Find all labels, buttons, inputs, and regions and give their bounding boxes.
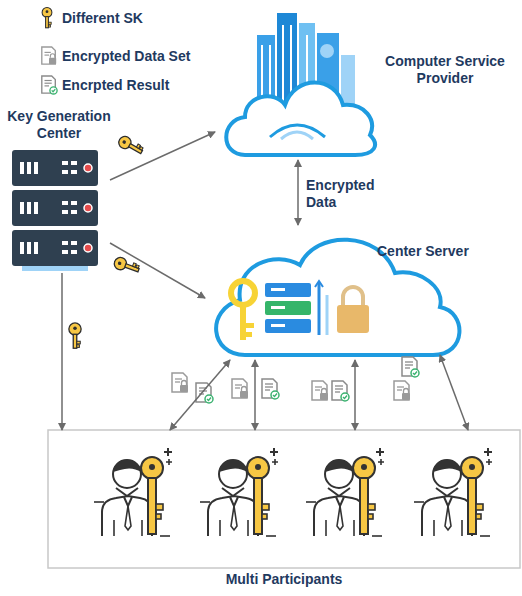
connector-arrow	[297, 160, 299, 225]
legend-text: Encrypted Data Set	[62, 48, 190, 64]
connector-arrow	[254, 360, 256, 430]
compute-service-cloud: Computer Service Provider	[215, 5, 515, 160]
connector-arrow	[110, 243, 205, 298]
node-label: Computer Service Provider	[385, 53, 505, 86]
center-server-cloud: Center Server	[205, 225, 490, 360]
connector-arrow	[440, 355, 468, 430]
node-label-holder: Multi Participants	[48, 571, 520, 588]
node-label-holder: Center Server	[377, 243, 487, 260]
node-label: Multi Participants	[226, 571, 343, 587]
connector-arrow	[110, 132, 215, 180]
node-label: Center Server	[377, 243, 469, 259]
node-label-holder: Computer Service Provider	[378, 53, 512, 87]
node-label-holder: Key Generation Center	[2, 108, 116, 142]
key-generation-center: Key Generation Center	[2, 108, 116, 273]
connector-arrow	[170, 360, 230, 430]
edge-label: Encrypted Data	[304, 176, 388, 212]
participants-panel: Multi Participants	[48, 430, 520, 590]
connector-arrow	[354, 360, 356, 430]
node-label: Key Generation Center	[7, 108, 110, 141]
legend-text: Different SK	[62, 10, 143, 26]
legend-text: Encrpted Result	[62, 77, 169, 93]
connector-arrow	[61, 273, 63, 430]
